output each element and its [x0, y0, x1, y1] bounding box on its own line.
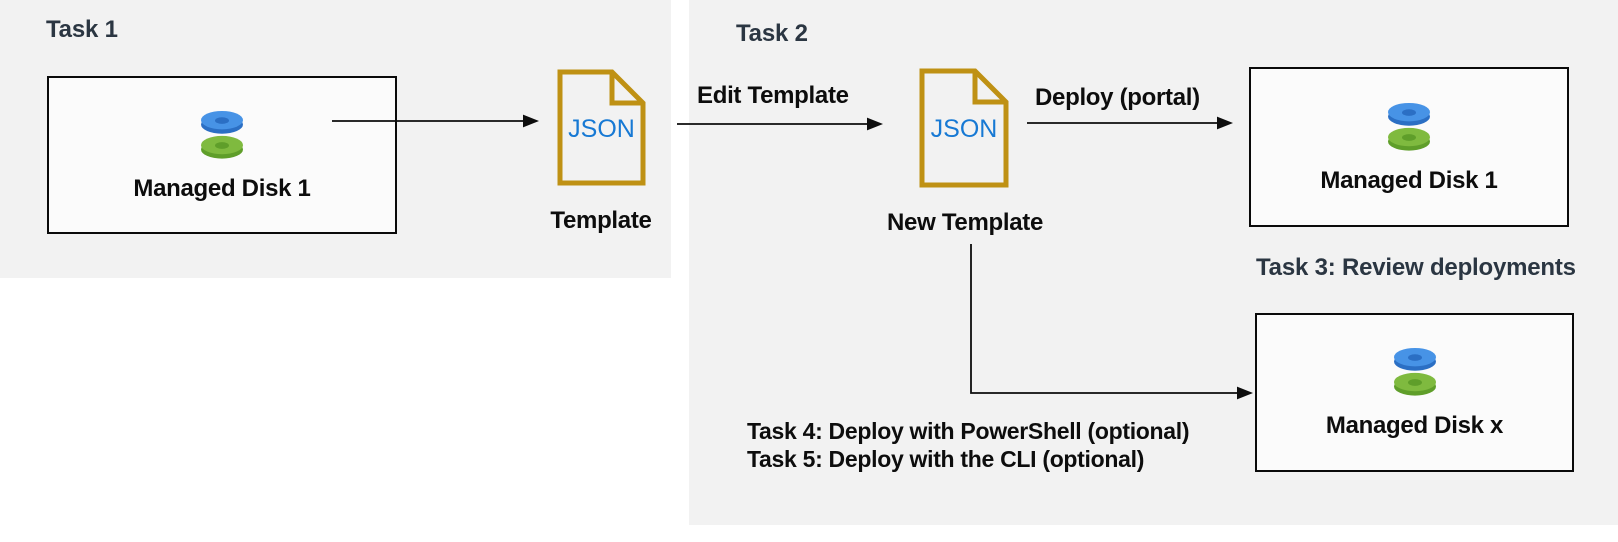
task4-task5-labels: Task 4: Deploy with PowerShell (optional…	[747, 417, 1190, 473]
managed-disk-1-label: Managed Disk 1	[133, 174, 311, 202]
managed-disk-icon	[1388, 102, 1430, 151]
json-file-text: JSON	[568, 114, 635, 143]
managed-disk-1-label: Managed Disk 1	[1320, 166, 1498, 194]
json-document-icon	[557, 69, 646, 186]
task1-title: Task 1	[46, 16, 118, 43]
task4-label: Task 4: Deploy with PowerShell (optional…	[747, 418, 1190, 444]
managed-disk-1-deployed-box: Managed Disk 1	[1249, 67, 1569, 227]
managed-disk-x-label: Managed Disk x	[1325, 412, 1504, 439]
json-file-text: JSON	[930, 115, 998, 144]
template-caption: Template	[550, 207, 652, 234]
managed-disk-x-box: Managed Disk x	[1255, 313, 1574, 472]
task3-title: Task 3: Review deployments	[1256, 254, 1576, 281]
json-document-icon	[919, 68, 1009, 188]
new-template-json-file-icon: JSON	[919, 68, 1009, 188]
managed-disk-1-source-box: Managed Disk 1	[47, 76, 397, 234]
template-json-file-icon: JSON	[557, 69, 646, 186]
new-template-caption: New Template	[887, 209, 1043, 236]
task5-label: Task 5: Deploy with the CLI (optional)	[747, 446, 1145, 472]
deploy-portal-arrow-label: Deploy (portal)	[1035, 84, 1200, 111]
edit-template-arrow-label: Edit Template	[697, 82, 849, 109]
managed-disk-icon	[1393, 347, 1436, 396]
task2-title: Task 2	[736, 20, 808, 47]
managed-disk-icon	[201, 110, 243, 159]
